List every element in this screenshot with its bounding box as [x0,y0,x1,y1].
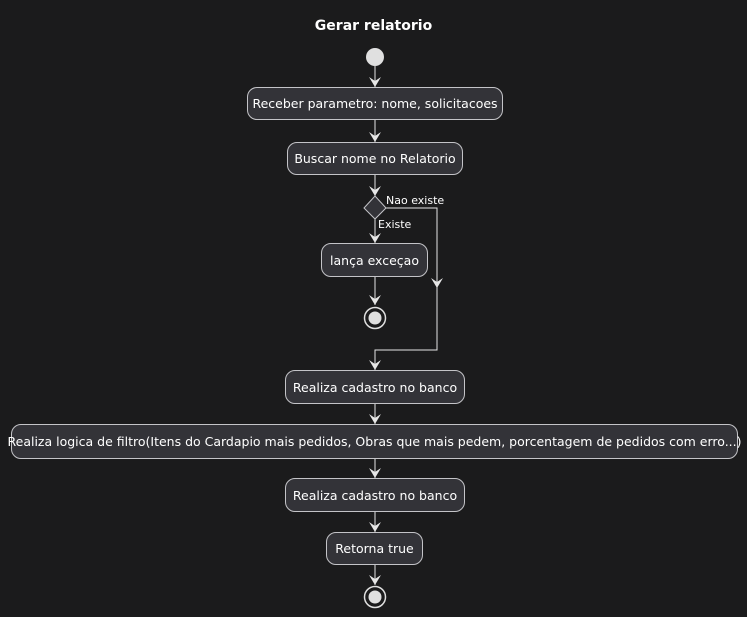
arrowhead [369,186,381,196]
node-logica-filtro: Realiza logica de filtro(Itens do Cardap… [8,424,742,459]
arrowhead [369,132,381,142]
node-cadastro-banco-2: Realiza cadastro no banco [285,478,465,512]
node-cadastro-banco-1: Realiza cadastro no banco [285,370,465,404]
node-receber-parametro: Receber parametro: nome, solicitacoes [247,87,503,120]
arrowhead [431,278,443,288]
stop-node-end [363,585,387,609]
arrowhead [369,233,381,243]
arrowhead [369,295,381,305]
node-retorna-true: Retorna true [326,532,423,565]
arrowhead [369,468,381,478]
stop-node-exception [363,306,387,330]
arrowhead [369,414,381,424]
node-buscar-nome: Buscar nome no Relatorio [287,142,463,175]
arrowhead [369,77,381,87]
arrowhead [369,575,381,585]
node-lanca-excecao: lança exceçao [321,243,428,277]
arrowhead [369,522,381,532]
start-node [366,48,384,66]
branch-label-existe: Existe [378,218,412,231]
arrowhead [369,360,381,370]
branch-label-nao-existe: Nao existe [386,194,445,207]
diagram-title: Gerar relatorio [314,18,433,34]
decision-diamond [363,195,387,220]
